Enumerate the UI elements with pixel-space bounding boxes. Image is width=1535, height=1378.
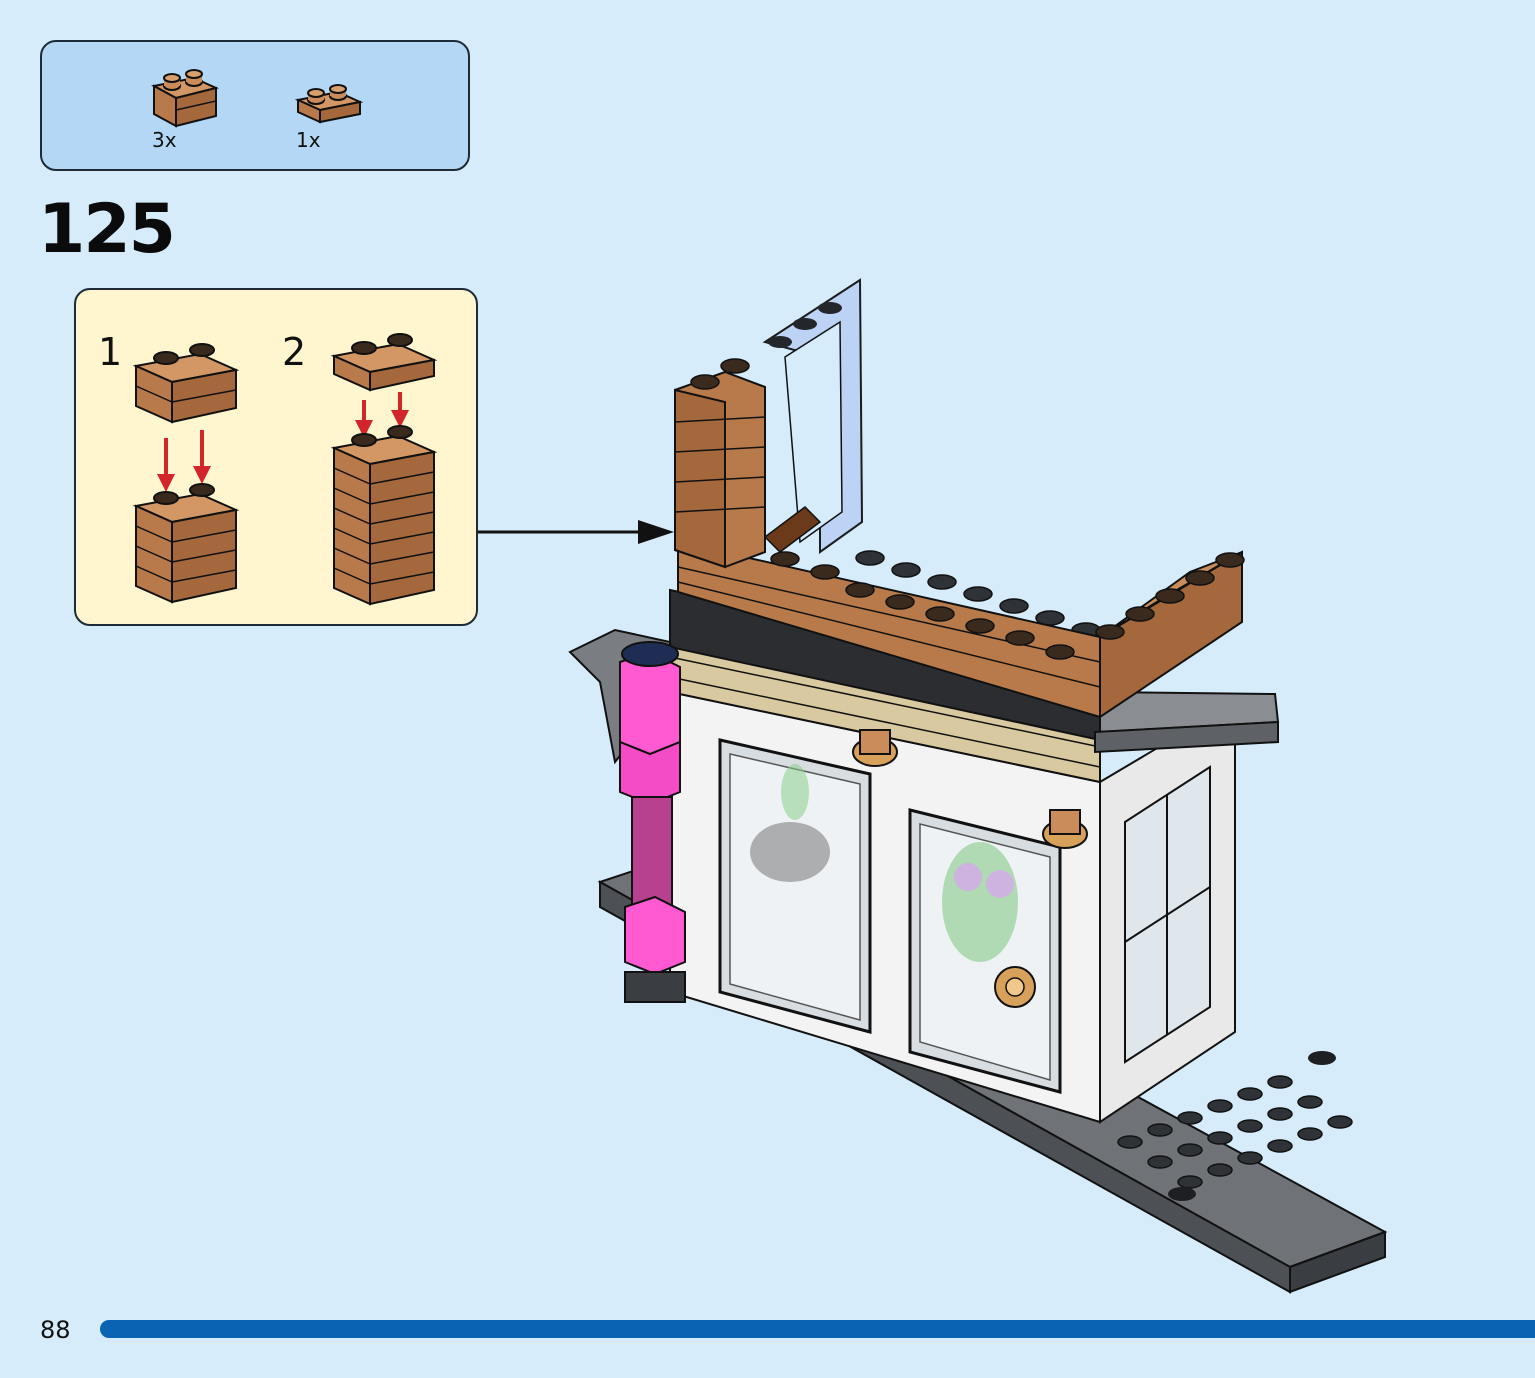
sub-step-1-illustration [132,343,240,604]
brown-brick-1x2-icon [151,69,220,128]
step-number: 125 [38,190,176,269]
sub-step-number: 2 [282,330,307,374]
parts-list-box: 3x 1x [40,40,470,171]
part-quantity: 3x [152,128,177,152]
sub-step-number: 1 [98,330,123,374]
main-model-illustration [568,278,1388,1294]
page-progress-bar [100,1320,1535,1338]
brown-plate-1x2-icon [294,84,364,124]
sub-step-2-illustration [330,333,438,606]
callout-arrow [478,520,674,544]
page-number: 88 [40,1316,71,1344]
part-quantity: 1x [296,128,321,152]
sub-assembly-box: 1 2 [74,288,478,626]
